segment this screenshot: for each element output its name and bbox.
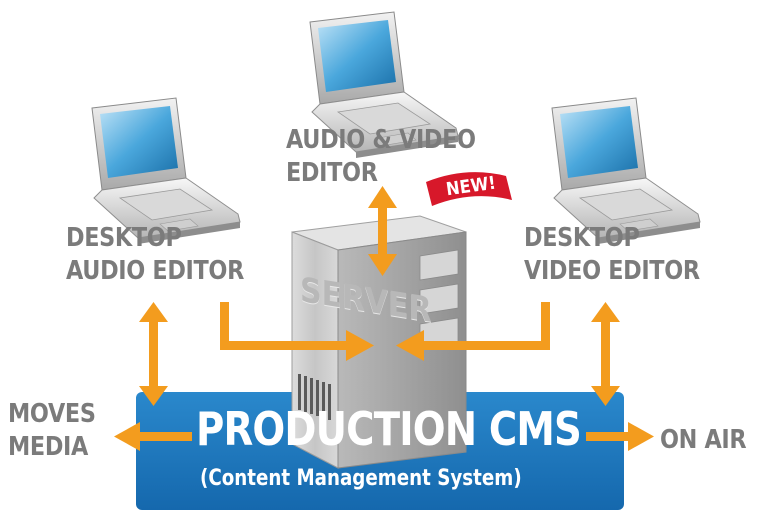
audio-video-editor-line1: AUDIO & VIDEO (286, 125, 476, 155)
audio-video-editor-label: AUDIO & VIDEO EDITOR (286, 124, 476, 190)
moves-media-label: MOVES MEDIA (8, 398, 96, 464)
on-air-label: ON AIR (660, 425, 747, 455)
server-tower-icon (291, 215, 467, 469)
arrows (114, 186, 654, 451)
moves-media-line1: MOVES (8, 399, 96, 429)
cms-title: PRODUCTION CMS (196, 402, 582, 456)
moves-media-line2: MEDIA (8, 432, 88, 462)
desktop-video-editor-line1: DESKTOP (524, 223, 640, 253)
flag-badge-icon (426, 172, 512, 206)
desktop-audio-editor-line2: AUDIO EDITOR (66, 256, 244, 286)
audio-video-editor-line2: EDITOR (286, 158, 378, 188)
desktop-video-editor-label: DESKTOP VIDEO EDITOR (524, 222, 700, 288)
cms-subtitle: (Content Management System) (200, 466, 522, 491)
desktop-audio-editor-line1: DESKTOP (66, 223, 182, 253)
desktop-video-editor-line2: VIDEO EDITOR (524, 256, 700, 286)
desktop-audio-editor-label: DESKTOP AUDIO EDITOR (66, 222, 244, 288)
